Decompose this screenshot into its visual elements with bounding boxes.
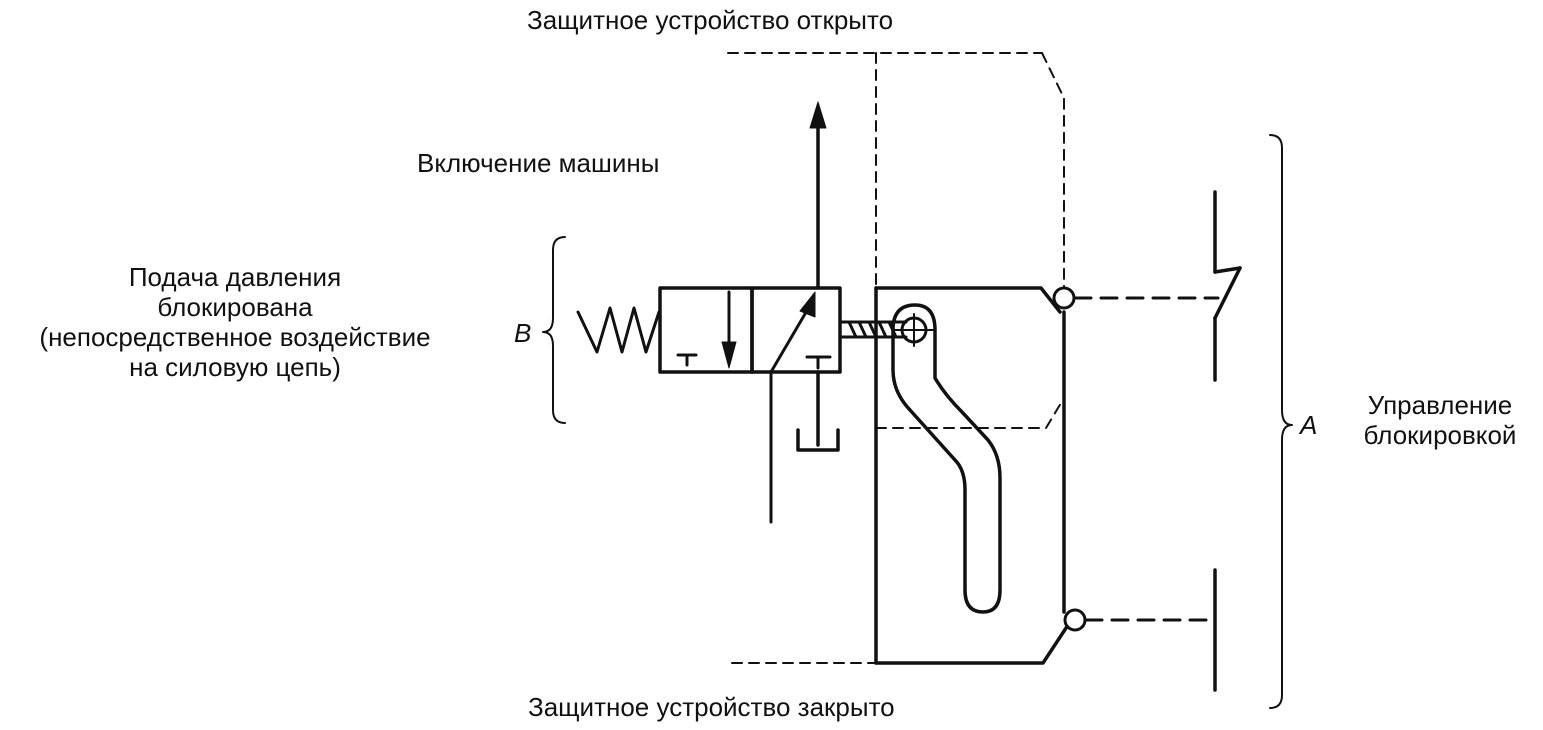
valve-spring-icon	[576, 306, 661, 354]
upper-roller-icon	[1052, 286, 1076, 310]
label-letter-a: A	[1300, 410, 1318, 440]
valve-left-symbols	[676, 290, 731, 367]
valve-body	[658, 286, 842, 374]
tank-symbol-icon	[796, 370, 840, 452]
label-pressure-blocked: Подача давления блокирована (непосредств…	[0, 262, 470, 382]
label-machine-on: Включение машины	[417, 148, 660, 178]
pressure-blocked-line-4: на силовую цепь)	[129, 352, 341, 382]
pressure-blocked-line-1: Подача давления	[128, 262, 342, 292]
interlock-control-line-2: блокировкой	[1363, 420, 1517, 450]
valve-arrow-down-icon	[721, 341, 737, 369]
interlock-control-line-1: Управление	[1367, 390, 1513, 420]
label-interlock-control: Управление блокировкой	[1340, 390, 1540, 450]
machine-start-arrow-icon	[809, 101, 827, 129]
label-letter-b: B	[514, 318, 532, 348]
cam-slot-groove	[891, 303, 1002, 614]
guard-door-body	[874, 286, 1072, 665]
guard-open-outline	[727, 52, 1065, 289]
valve-right-symbols	[769, 300, 832, 374]
brace-a-icon	[1269, 134, 1293, 709]
upper-switch-icon	[1213, 190, 1242, 382]
brace-b-icon	[542, 236, 566, 424]
pressure-blocked-line-3: (непосредственное воздействие	[39, 322, 431, 352]
label-guard-closed: Защитное устройство закрыто	[528, 692, 895, 722]
pressure-blocked-line-2: блокирована	[157, 292, 313, 322]
label-guard-open: Защитное устройство открыто	[527, 5, 894, 35]
valve-arrow-diagonal-icon	[799, 291, 816, 318]
lower-roller-icon	[1063, 608, 1087, 632]
guard-diagonal-dashed	[1045, 397, 1065, 429]
